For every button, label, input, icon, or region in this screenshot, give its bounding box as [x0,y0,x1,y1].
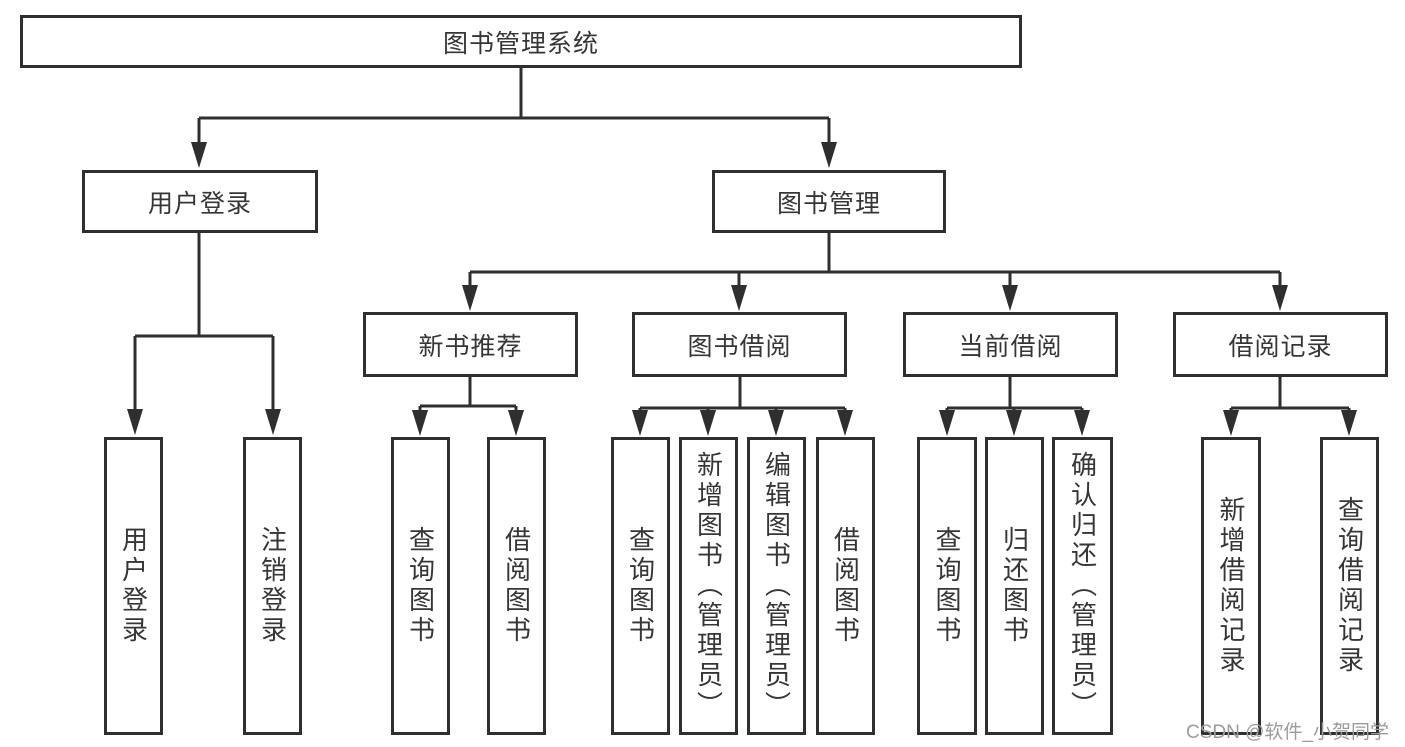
node-current-borrowing: 当前借阅 [903,312,1118,377]
node-new-book-recommendation: 新书推荐 [363,312,578,377]
node-user-login: 用户登录 [82,170,318,233]
leaf-add-borrow-record-label: 新增借阅记录 [1216,496,1246,676]
leaf-confirm-return-admin-label: 确认归还（管理员） [1067,451,1098,721]
arrow-down-icon [127,409,143,435]
arrow-down-icon [1341,410,1357,436]
leaf-add-borrow-record: 新增借阅记录 [1201,437,1261,735]
leaf-logout: 注销登录 [243,437,302,735]
arrow-down-icon [462,285,478,311]
leaf-edit-book-admin-label: 编辑图书（管理员） [761,451,792,721]
arrow-down-icon [939,410,955,436]
leaf-add-book-admin: 新增图书（管理员） [679,437,738,735]
leaf-borrow-books-borrowing: 借阅图书 [816,437,875,735]
node-user-login-label: 用户登录 [147,189,252,218]
leaf-user-login-label: 用户登录 [118,526,149,646]
arrow-down-icon [508,410,524,436]
arrow-down-icon [191,142,207,168]
node-root: 图书管理系统 [20,15,1022,68]
arrowhead-icons [127,142,1357,436]
arrow-down-icon [1002,285,1018,311]
arrow-down-icon [731,285,747,311]
leaf-query-books-current: 查询图书 [917,437,977,735]
arrow-down-icon [768,410,784,436]
leaf-edit-book-admin: 编辑图书（管理员） [747,437,806,735]
leaf-query-books-recommend-label: 查询图书 [405,526,436,646]
arrow-down-icon [632,410,648,436]
leaf-confirm-return-admin: 确认归还（管理员） [1052,437,1113,735]
node-book-management: 图书管理 [712,170,946,233]
leaf-add-book-admin-label: 新增图书（管理员） [693,451,724,721]
arrow-down-icon [1006,410,1022,436]
arrow-down-icon [1272,285,1288,311]
watermark: CSDN @软件_小贺同学 [1186,722,1389,743]
leaf-borrow-books-borrowing-label: 借阅图书 [830,526,861,646]
arrow-down-icon [821,142,837,168]
leaf-query-books-borrowing: 查询图书 [611,437,670,735]
arrow-down-icon [837,410,853,436]
leaf-query-borrow-record-label: 查询借阅记录 [1334,496,1365,676]
arrow-down-icon [700,410,716,436]
leaf-query-books-recommend: 查询图书 [391,437,450,735]
leaf-return-books: 归还图书 [985,437,1044,735]
node-borrowing-records: 借阅记录 [1173,312,1388,377]
leaf-query-books-current-label: 查询图书 [932,526,962,646]
leaf-logout-label: 注销登录 [257,526,288,646]
node-new-book-recommendation-label: 新书推荐 [418,332,523,361]
arrow-down-icon [1074,410,1090,436]
node-book-borrowing-label: 图书借阅 [687,332,792,361]
leaf-user-login: 用户登录 [104,437,163,735]
arrow-down-icon [412,410,428,436]
node-borrowing-records-label: 借阅记录 [1228,332,1333,361]
node-current-borrowing-label: 当前借阅 [958,332,1063,361]
arrow-down-icon [1223,410,1239,436]
node-book-management-label: 图书管理 [776,189,881,218]
node-root-label: 图书管理系统 [442,29,599,58]
leaf-borrow-books-recommend: 借阅图书 [487,437,546,735]
leaf-borrow-books-recommend-label: 借阅图书 [501,526,532,646]
leaf-query-borrow-record: 查询借阅记录 [1320,437,1379,735]
arrow-down-icon [265,409,281,435]
leaf-return-books-label: 归还图书 [999,526,1030,646]
node-book-borrowing: 图书借阅 [632,312,847,377]
leaf-query-books-borrowing-label: 查询图书 [625,526,656,646]
